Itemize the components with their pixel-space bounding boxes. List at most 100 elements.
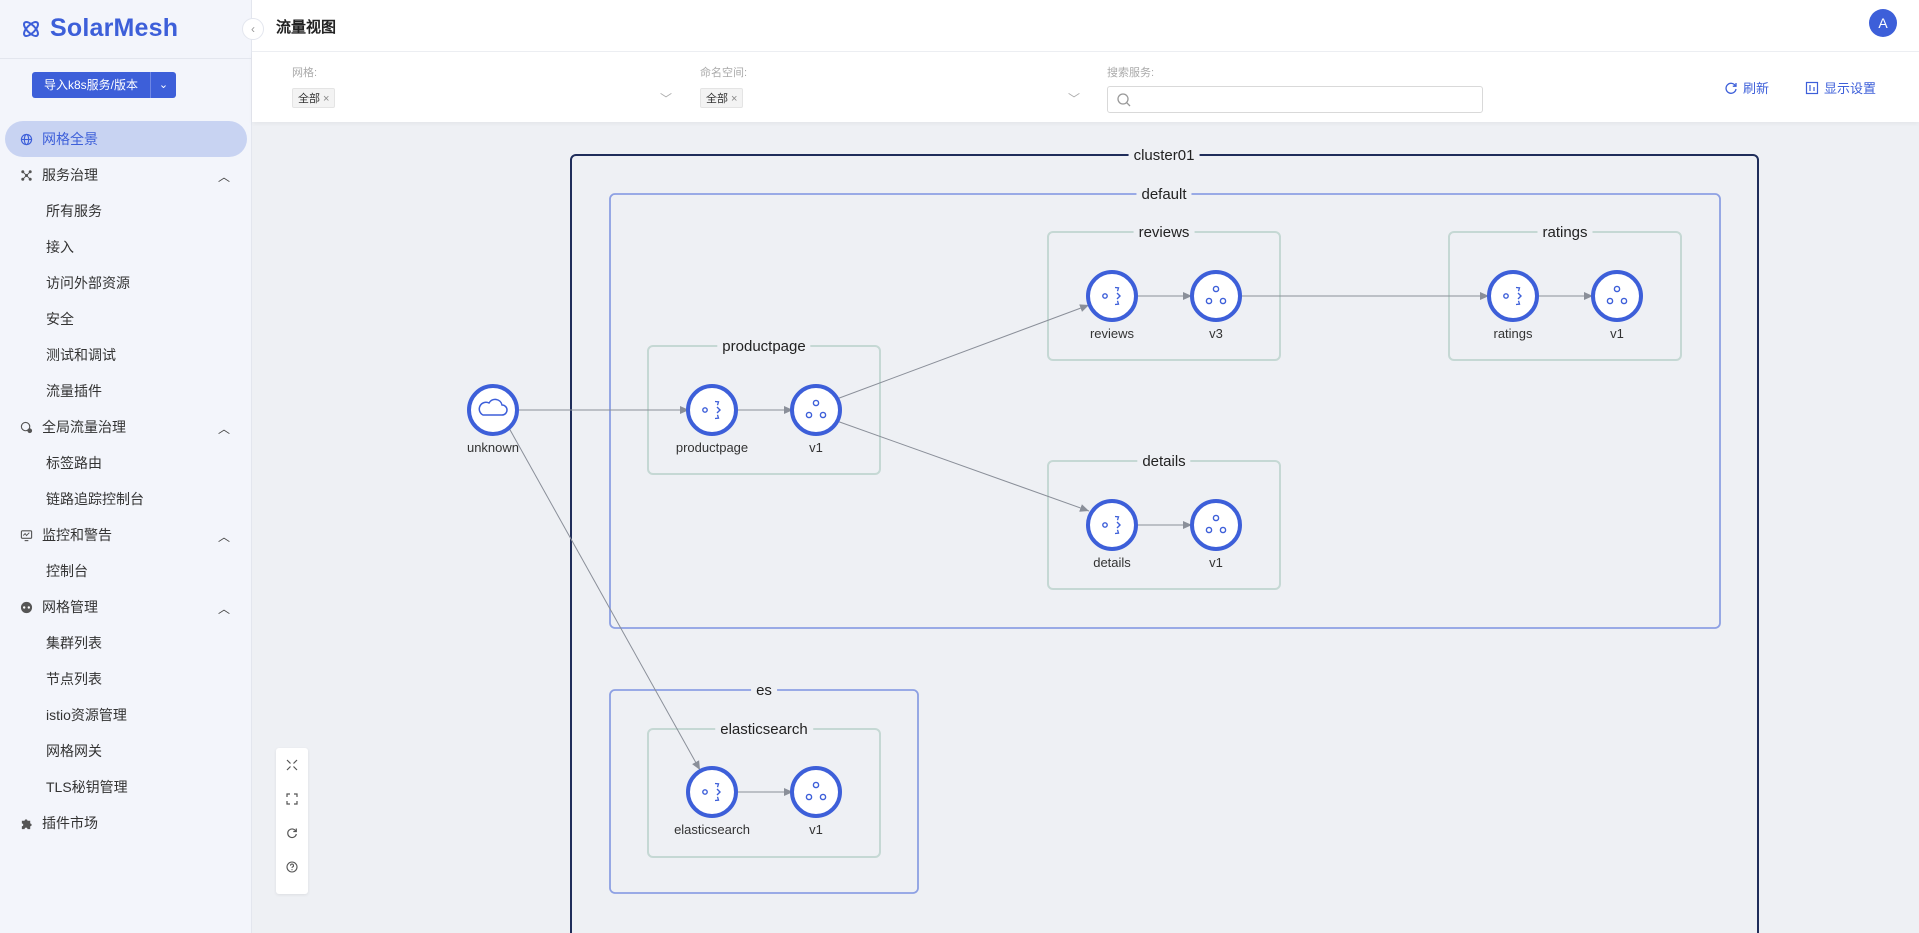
header: 流量视图 A bbox=[252, 0, 1919, 52]
chevron-down-icon: ﹀ bbox=[659, 92, 672, 106]
mesh-icon bbox=[18, 599, 34, 615]
logo[interactable]: SolarMesh bbox=[20, 14, 178, 43]
namespace-select[interactable]: 全部× ﹀ bbox=[700, 88, 1080, 110]
display-settings-label: 显示设置 bbox=[1824, 81, 1877, 96]
node-reviews-service bbox=[1086, 270, 1138, 322]
global-traffic-icon bbox=[18, 419, 34, 435]
mesh-filter: 网格: 全部× ﹀ bbox=[292, 64, 672, 110]
chevron-up-icon: ︿ bbox=[217, 602, 230, 616]
menu-sub-cluster-list[interactable]: 集群列表 bbox=[46, 635, 102, 651]
graph-toolbar bbox=[276, 748, 308, 894]
menu-item-mesh-management[interactable]: 网格管理 ︿ bbox=[0, 589, 252, 625]
node-label-elasticsearch: elasticsearch bbox=[674, 822, 750, 837]
help-icon bbox=[286, 861, 298, 873]
node-details-service bbox=[1086, 499, 1138, 551]
menu-sub-istio-resources[interactable]: istio资源管理 bbox=[46, 707, 127, 723]
search-input-box[interactable] bbox=[1107, 86, 1483, 113]
search-filter-label: 搜索服务: bbox=[1107, 67, 1155, 79]
menu-sub-tracing-console[interactable]: 链路追踪控制台 bbox=[46, 491, 144, 507]
menu-label: 插件市场 bbox=[42, 815, 98, 831]
node-label-details: details bbox=[1093, 555, 1131, 570]
globe-icon bbox=[18, 131, 34, 147]
menu-sub-test-debug[interactable]: 测试和调试 bbox=[46, 347, 116, 363]
menu-sub-external-resources[interactable]: 访问外部资源 bbox=[46, 275, 130, 291]
menu-item-global-traffic[interactable]: 全局流量治理 ︿ bbox=[0, 409, 252, 445]
traffic-graph-nodes bbox=[467, 270, 1643, 818]
cluster-label: cluster01 bbox=[1128, 147, 1200, 165]
menu-sub-mesh-gateway[interactable]: 网格网关 bbox=[46, 743, 102, 759]
node-productpage-service bbox=[686, 384, 738, 436]
namespace-filter-label: 命名空间: bbox=[700, 67, 748, 79]
node-unknown bbox=[467, 384, 519, 436]
node-ratings-service bbox=[1487, 270, 1539, 322]
node-label-unknown: unknown bbox=[466, 440, 520, 455]
node-label-details-v1: v1 bbox=[1209, 555, 1223, 570]
app-reviews-label: reviews bbox=[1133, 224, 1195, 242]
menu-item-service-governance[interactable]: 服务治理 ︿ bbox=[0, 157, 252, 193]
node-ratings-version bbox=[1591, 270, 1643, 322]
menu-sub-node-list[interactable]: 节点列表 bbox=[46, 671, 102, 687]
import-k8s-button-group: 导入k8s服务/版本 ⌄ bbox=[32, 72, 177, 98]
import-dropdown-button[interactable]: ⌄ bbox=[150, 72, 177, 98]
display-settings-icon bbox=[1805, 81, 1819, 94]
help-button[interactable] bbox=[276, 850, 308, 884]
collapse-sidebar-button[interactable]: ‹ bbox=[242, 18, 264, 40]
node-label-reviews-v3: v3 bbox=[1209, 326, 1223, 341]
menu-sub-security[interactable]: 安全 bbox=[46, 311, 74, 327]
namespace-tag-label: 全部 bbox=[706, 93, 728, 105]
menu-sub-access[interactable]: 接入 bbox=[46, 239, 74, 255]
display-settings-button[interactable]: 显示设置 bbox=[1805, 78, 1876, 97]
filter-bar: 网格: 全部× ﹀ 命名空间: 全部× ﹀ 搜索服务: 刷新 显示设置 bbox=[252, 52, 1919, 122]
menu-sub-tls-keys[interactable]: TLS秘钥管理 bbox=[46, 779, 128, 795]
mesh-select[interactable]: 全部× ﹀ bbox=[292, 88, 672, 110]
node-label-productpage: productpage bbox=[675, 440, 749, 455]
edge-productpage-v1-to-reviews bbox=[833, 304, 1090, 401]
app-productpage-label: productpage bbox=[717, 338, 811, 356]
namespace-filter: 命名空间: 全部× ﹀ bbox=[700, 64, 1080, 110]
edge-productpage-v1-to-details bbox=[833, 419, 1090, 512]
search-input[interactable] bbox=[1136, 90, 1476, 110]
edge-unknown-to-elasticsearch bbox=[508, 427, 701, 771]
app-details-label: details bbox=[1137, 453, 1191, 471]
menu-sub-traffic-plugins[interactable]: 流量插件 bbox=[46, 383, 102, 399]
menu-sub-all-services[interactable]: 所有服务 bbox=[46, 203, 102, 219]
refresh-button[interactable]: 刷新 bbox=[1724, 78, 1769, 97]
close-icon[interactable]: × bbox=[731, 93, 738, 105]
chevron-up-icon: ︿ bbox=[217, 530, 230, 544]
menu-sub-label-routing[interactable]: 标签路由 bbox=[46, 455, 102, 471]
app-ratings-label: ratings bbox=[1537, 224, 1593, 242]
menu-label: 网格全景 bbox=[42, 131, 98, 147]
close-icon[interactable]: × bbox=[323, 93, 330, 105]
menu-label: 服务治理 bbox=[42, 167, 98, 183]
monitor-icon bbox=[18, 527, 34, 543]
node-label-productpage-v1: v1 bbox=[809, 440, 823, 455]
page-title: 流量视图 bbox=[276, 19, 337, 36]
chevron-down-icon: ﹀ bbox=[1067, 92, 1080, 106]
app-name: SolarMesh bbox=[50, 14, 179, 42]
fullscreen-icon bbox=[286, 793, 298, 805]
services-icon bbox=[18, 167, 34, 183]
menu-item-plugin-market[interactable]: 插件市场 bbox=[0, 805, 252, 841]
node-label-ratings: ratings bbox=[1493, 326, 1533, 341]
sidebar-menu: 网格全景 服务治理 ︿ 所有服务 接入 访问外部资源 安全 测试和调试 流量插件… bbox=[0, 121, 252, 841]
menu-label: 监控和警告 bbox=[42, 527, 112, 543]
fullscreen-button[interactable] bbox=[276, 782, 308, 816]
app-elasticsearch-label: elasticsearch bbox=[715, 721, 813, 739]
fit-view-button[interactable] bbox=[276, 748, 308, 782]
menu-sub-dashboard[interactable]: 控制台 bbox=[46, 563, 88, 579]
import-k8s-button[interactable]: 导入k8s服务/版本 bbox=[32, 72, 151, 98]
namespace-default-label: default bbox=[1136, 186, 1192, 204]
namespace-es-label: es bbox=[751, 682, 777, 700]
search-icon bbox=[1117, 93, 1131, 107]
avatar[interactable]: A bbox=[1869, 9, 1897, 37]
reset-button[interactable] bbox=[276, 816, 308, 850]
namespace-tag: 全部× bbox=[700, 88, 744, 108]
menu-item-monitoring[interactable]: 监控和警告 ︿ bbox=[0, 517, 252, 553]
node-elasticsearch-version bbox=[790, 766, 842, 818]
traffic-graph-canvas[interactable]: cluster01 default es productpage reviews… bbox=[252, 122, 1919, 933]
menu-item-mesh-overview[interactable]: 网格全景 bbox=[5, 121, 247, 157]
node-elasticsearch-service bbox=[686, 766, 738, 818]
shrink-icon bbox=[286, 759, 298, 771]
chevron-up-icon: ︿ bbox=[217, 170, 230, 184]
mesh-filter-label: 网格: bbox=[292, 67, 318, 79]
